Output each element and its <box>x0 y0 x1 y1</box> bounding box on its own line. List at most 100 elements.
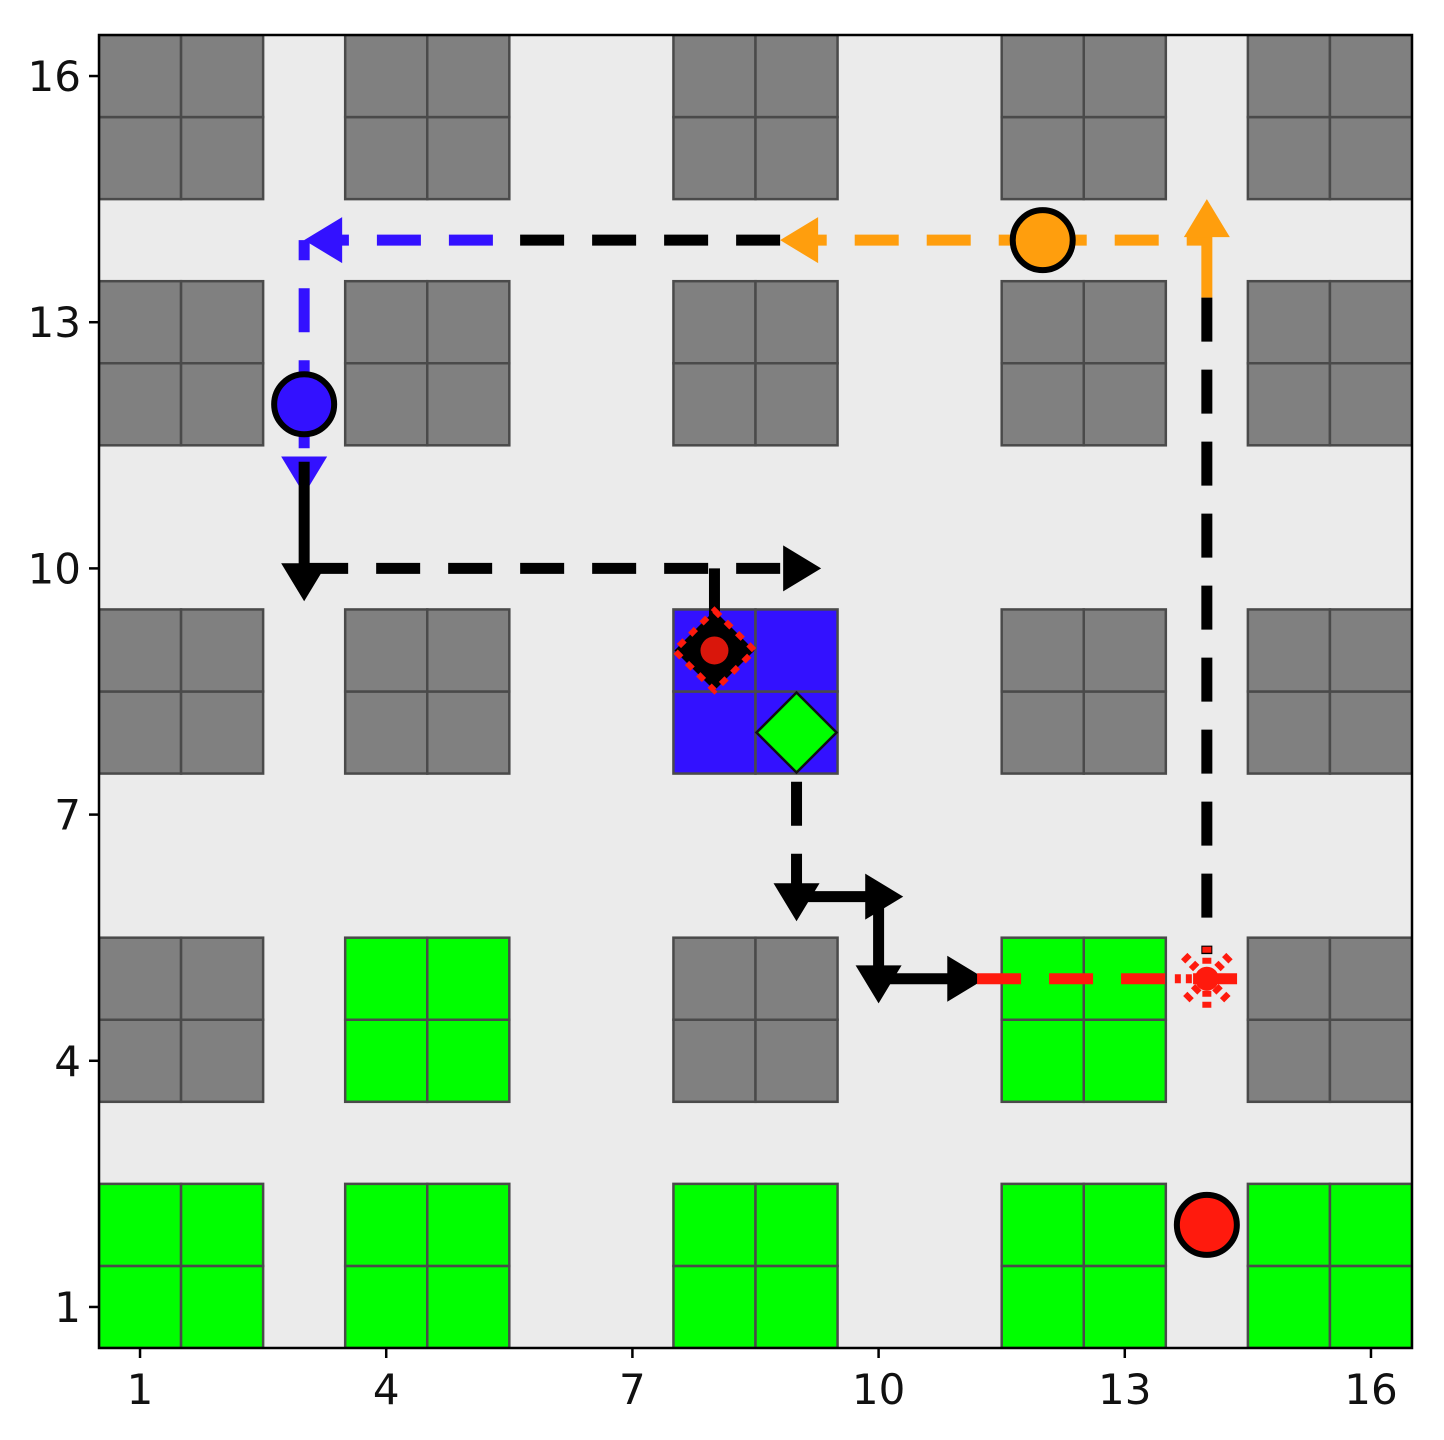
obstacle-cell <box>99 936 183 1021</box>
obstacle-cell <box>343 690 429 775</box>
goal-cell <box>1328 1182 1412 1268</box>
goal-cell <box>1246 1182 1332 1268</box>
goal-cell <box>99 1264 183 1348</box>
obstacle-cell <box>672 1018 757 1104</box>
y-tick-label: 13 <box>28 298 81 347</box>
obstacle-cell <box>1246 279 1332 365</box>
obstacle-cell <box>179 1018 265 1104</box>
obstacle-cell <box>1328 690 1412 775</box>
obstacle-cell <box>1328 362 1412 447</box>
obstacle-cell <box>343 115 429 201</box>
agent-marker <box>1009 207 1076 274</box>
obstacle-cell <box>99 1018 183 1104</box>
obstacle-cell <box>179 362 265 447</box>
obstacle-cell <box>1000 362 1085 447</box>
obstacle-cell <box>1246 690 1332 775</box>
goal-block <box>1000 936 1168 1104</box>
goal-block <box>672 1182 839 1348</box>
obstacle-block <box>1246 279 1412 447</box>
x-tick-label: 4 <box>373 1365 400 1414</box>
obstacle-cell <box>99 690 183 775</box>
goal-cell <box>426 1264 511 1348</box>
goal-cell <box>1246 1264 1332 1348</box>
obstacle-cell <box>426 279 511 365</box>
agents-layer <box>271 207 1240 1258</box>
obstacle-cell <box>343 279 429 365</box>
blocks-layer <box>99 35 1412 1348</box>
goal-cell <box>343 1264 429 1348</box>
dotted-star-marker <box>1174 946 1239 1011</box>
goal-cell <box>179 1182 265 1268</box>
obstacle-cell <box>179 279 265 365</box>
obstacle-cell <box>754 279 839 365</box>
highlight-cell <box>672 690 757 775</box>
obstacle-cell <box>426 608 511 693</box>
markers-layer <box>670 606 1239 1011</box>
obstacle-cell <box>754 1018 839 1104</box>
obstacle-block <box>343 608 511 775</box>
goal-cell <box>426 1182 511 1268</box>
obstacle-cell <box>672 936 757 1021</box>
obstacle-cell <box>1328 936 1412 1021</box>
obstacle-cell <box>179 115 265 201</box>
obstacle-cell <box>179 35 265 119</box>
obstacle-cell <box>1000 690 1085 775</box>
obstacle-cell <box>754 936 839 1021</box>
obstacle-cell <box>1000 279 1085 365</box>
goal-cell <box>1000 1018 1085 1104</box>
goal-cell <box>343 936 429 1021</box>
obstacle-cell <box>1328 279 1412 365</box>
goal-cell <box>1082 1182 1168 1268</box>
obstacle-cell <box>1082 690 1168 775</box>
obstacle-cell <box>1328 608 1412 693</box>
obstacle-cell <box>1082 608 1168 693</box>
path-arrowhead <box>783 545 822 592</box>
goal-cell <box>343 1018 429 1104</box>
obstacle-block <box>99 608 265 775</box>
y-tick-label: 1 <box>54 1283 81 1332</box>
obstacle-block <box>99 279 265 447</box>
goal-cell <box>426 936 511 1021</box>
goal-cell <box>1082 1264 1168 1348</box>
obstacle-cell <box>1246 362 1332 447</box>
obstacle-cell <box>426 690 511 775</box>
obstacle-cell <box>426 35 511 119</box>
obstacle-cell <box>1000 115 1085 201</box>
x-tick-label: 1 <box>127 1365 154 1414</box>
obstacle-cell <box>754 115 839 201</box>
obstacle-cell <box>1246 115 1332 201</box>
agent-marker <box>1173 1191 1240 1258</box>
obstacle-cell <box>99 279 183 365</box>
obstacle-cell <box>1000 608 1085 693</box>
obstacle-cell <box>99 608 183 693</box>
y-tick-label: 4 <box>54 1037 81 1086</box>
goal-cell <box>672 1264 757 1348</box>
obstacle-cell <box>672 362 757 447</box>
dotted-diamond-marker <box>670 606 759 695</box>
obstacle-cell <box>1082 279 1168 365</box>
obstacle-cell <box>99 115 183 201</box>
obstacle-cell <box>343 608 429 693</box>
obstacle-block <box>1246 936 1412 1104</box>
obstacle-cell <box>1082 362 1168 447</box>
obstacle-block <box>1000 608 1168 775</box>
goal-block <box>343 936 511 1104</box>
goal-block <box>99 1182 265 1348</box>
x-tick-label: 7 <box>619 1365 646 1414</box>
goal-block <box>343 1182 511 1348</box>
dotted-diamond-center <box>700 636 729 665</box>
diamond-marker <box>754 690 839 775</box>
obstacle-block <box>1000 279 1168 447</box>
obstacle-cell <box>343 362 429 447</box>
obstacle-cell <box>1082 115 1168 201</box>
obstacle-cell <box>343 35 429 119</box>
path-arrowhead <box>947 955 986 1002</box>
obstacle-block <box>1246 608 1412 775</box>
obstacle-cell <box>99 362 183 447</box>
obstacle-cell <box>1246 1018 1332 1104</box>
path-arrowhead <box>780 217 819 264</box>
obstacle-cell <box>1000 35 1085 119</box>
obstacle-block <box>672 279 839 447</box>
x-tick-label: 10 <box>852 1365 905 1414</box>
